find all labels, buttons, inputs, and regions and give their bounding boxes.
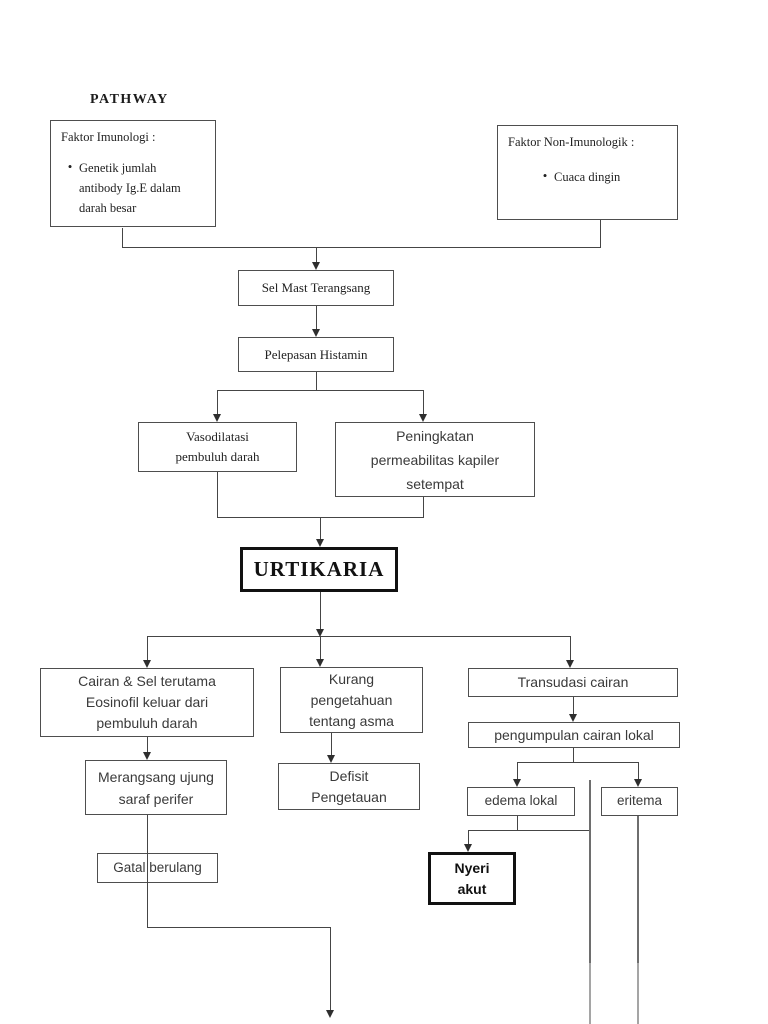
connector-edema-elbow [468, 830, 590, 831]
node-pengumpulan-cairan: pengumpulan cairan lokal [468, 722, 680, 748]
node-defisit-pengetauan: Defisit Pengetauan [278, 763, 420, 810]
connector-faktor-non-imunologik-drop [600, 219, 601, 248]
connector-branch-bar [147, 636, 571, 637]
node-urtikaria: URTIKARIA [240, 547, 398, 592]
bullet-icon: • [67, 158, 73, 174]
connector-peningkatan-down [423, 497, 424, 518]
faktor-imunologi-title: Faktor Imunologi : [61, 130, 156, 144]
arrowhead-icon [569, 714, 577, 722]
page-title: PATHWAY [90, 92, 169, 107]
arrowhead-icon [213, 414, 221, 422]
node-nyeri-akut: Nyeri akut [428, 852, 516, 905]
arrowhead-icon [419, 414, 427, 422]
node-cairan-sel: Cairan & Sel terutama Eosinofil keluar d… [40, 668, 254, 737]
connector-merangsang-through-gatal [147, 815, 148, 928]
node-transudasi-cairan: Transudasi cairan [468, 668, 678, 697]
node-vasodilatasi: Vasodilatasi pembuluh darah [138, 422, 297, 472]
bullet-icon: • [542, 167, 548, 183]
arrowhead-icon [312, 262, 320, 270]
connector-bottom-left-elbow [147, 927, 331, 928]
connector-to-vasodilatasi [217, 390, 218, 415]
faktor-non-imunologik-title: Faktor Non-Imunologik : [508, 135, 635, 149]
faktor-non-imunologik-item: • Cuaca dingin [536, 167, 621, 187]
node-faktor-imunologi: Faktor Imunologi : • Genetik jumlah anti… [50, 120, 216, 227]
arrowhead-icon [634, 779, 642, 787]
connector-offpage-left-faded [589, 963, 591, 1024]
connector-to-eritema [638, 762, 639, 780]
arrowhead-icon [326, 1010, 334, 1018]
connector-offpage-right-dark [637, 816, 639, 963]
arrowhead-icon [316, 539, 324, 547]
connector-to-cairan [147, 636, 148, 661]
connector-top-merge [122, 247, 601, 248]
arrowhead-icon [316, 659, 324, 667]
connector-edema-eritema-bar [517, 762, 639, 763]
connector-to-peningkatan [423, 390, 424, 415]
connector-cairan-merangsang [147, 737, 148, 753]
connector-transudasi-pengumpulan [573, 697, 574, 715]
node-sel-mast-terangsang: Sel Mast Terangsang [238, 270, 394, 306]
connector-to-sel-mast [316, 247, 317, 263]
arrowhead-icon [566, 660, 574, 668]
node-kurang-pengetahuan: Kurang pengetahuan tentang asma [280, 667, 423, 733]
node-pelepasan-histamin: Pelepasan Histamin [238, 337, 394, 372]
connector-faktor-imunologi-drop [122, 228, 123, 248]
connector-to-nyeri [468, 830, 469, 845]
faktor-imunologi-item: • Genetik jumlah antibody Ig.E dalam dar… [61, 158, 181, 218]
arrowhead-icon [464, 844, 472, 852]
node-faktor-non-imunologik: Faktor Non-Imunologik : • Cuaca dingin [497, 125, 678, 220]
arrowhead-icon [316, 629, 324, 637]
connector-vasodilatasi-down [217, 472, 218, 518]
connector-to-transudasi [570, 636, 571, 661]
faktor-non-imunologik-item-text: Cuaca dingin [554, 169, 621, 184]
node-gatal-berulang: Gatal berulang [97, 853, 218, 883]
connector-pelepasan-down [316, 372, 317, 391]
arrowhead-icon [143, 752, 151, 760]
connector-pengumpulan-down [573, 748, 574, 763]
arrowhead-icon [143, 660, 151, 668]
connector-to-urtikaria [320, 517, 321, 540]
nyeri-akut-label: Nyeri akut [454, 860, 490, 897]
connector-bottom-exit [330, 927, 331, 1011]
connector-edema-down [517, 816, 518, 831]
connector-to-kurang [320, 636, 321, 660]
node-merangsang-ujung: Merangsang ujung saraf perifer [85, 760, 227, 815]
node-eritema: eritema [601, 787, 678, 816]
connector-split-bar [217, 390, 423, 391]
arrowhead-icon [513, 779, 521, 787]
connector-selmast-pelepasan [316, 306, 317, 330]
node-peningkatan-permeabilitas: Peningkatan permeabilitas kapiler setemp… [335, 422, 535, 497]
connector-urtikaria-down [320, 592, 321, 630]
connector-offpage-right-faded [637, 963, 639, 1024]
arrowhead-icon [327, 755, 335, 763]
node-edema-lokal: edema lokal [467, 787, 575, 816]
connector-offpage-left-dark [589, 780, 591, 963]
arrowhead-icon [312, 329, 320, 337]
connector-kurang-defisit [331, 733, 332, 756]
faktor-imunologi-item-text: Genetik jumlah antibody Ig.E dalam darah… [79, 160, 181, 215]
connector-to-edema [517, 762, 518, 780]
urtikaria-label: URTIKARIA [253, 556, 385, 581]
